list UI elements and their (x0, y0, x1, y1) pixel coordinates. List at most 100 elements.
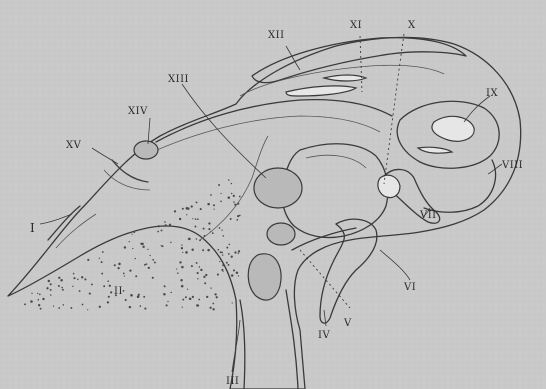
stipple-dot (50, 294, 52, 296)
stipple-dot (109, 285, 111, 287)
stipple-dot (181, 247, 183, 249)
stipple-dot (73, 273, 75, 275)
stipple-dot (89, 293, 91, 295)
stipple-dot (157, 231, 159, 233)
stipple-dot (73, 277, 75, 279)
stipple-dot (198, 299, 200, 301)
stipple-dot (229, 244, 231, 246)
stipple-dot (238, 275, 239, 276)
stipple-dot (140, 305, 142, 307)
stipple-dot (212, 232, 214, 234)
stipple-dot (37, 293, 38, 294)
stipple-dot (38, 299, 40, 301)
stipple-dot (174, 210, 176, 212)
stipple-dot (236, 271, 239, 274)
stipple-dot (226, 262, 228, 264)
stipple-dot (189, 298, 192, 301)
stipple-dot (199, 266, 200, 267)
label-vi: VI (403, 282, 416, 293)
stipple-dot (180, 279, 182, 281)
stipple-dot (185, 296, 187, 298)
stipple-dot (99, 306, 101, 308)
stipple-dot (130, 294, 133, 297)
stipple-dot (124, 275, 125, 276)
stipple-dot (135, 258, 136, 259)
stipple-dot (196, 238, 198, 240)
stipple-dot (132, 248, 133, 249)
stipple-dot (166, 304, 168, 306)
stipple-dot (213, 204, 215, 206)
label-xi: XI (350, 20, 362, 31)
stipple-dot (214, 293, 216, 295)
stipple-dot (143, 296, 145, 298)
stipple-dot (179, 261, 181, 263)
label-viii: VIII (501, 160, 523, 171)
stipple-dot (102, 251, 104, 253)
organ-iii (248, 254, 281, 300)
stipple-dot (228, 253, 230, 255)
stipple-dot (200, 208, 202, 210)
stipple-dot (103, 285, 105, 287)
stipple-dot (46, 287, 48, 289)
stipple-dot (39, 294, 41, 296)
stipple-dot (187, 289, 188, 290)
stipple-dot (202, 249, 204, 251)
stipple-dot (176, 268, 177, 269)
stipple-dot (238, 250, 240, 252)
stipple-dot (70, 307, 72, 309)
stipple-dot (110, 291, 112, 293)
stipple-dot (101, 261, 103, 263)
stipple-dot (129, 241, 130, 242)
stipple-dot (60, 279, 63, 282)
stipple-dot (137, 295, 140, 298)
stipple-dot (30, 300, 33, 303)
stipple-dot (170, 292, 172, 294)
stipple-dot (129, 269, 131, 271)
stipple-dot (216, 296, 218, 298)
stipple-dot (239, 196, 241, 198)
stipple-dot (237, 215, 239, 217)
stipple-dot (152, 259, 154, 261)
stipple-dot (191, 249, 193, 251)
stipple-dot (108, 296, 110, 298)
stipple-dot (170, 242, 171, 243)
stipple-dot (31, 293, 32, 294)
stipple-dot (208, 222, 210, 224)
stipple-dot (207, 249, 210, 252)
stipple-dot (107, 301, 109, 303)
label-iii: III (226, 376, 239, 387)
stipple-dot (101, 273, 103, 275)
stipple-dot (221, 193, 222, 194)
label-xv: XV (66, 140, 82, 151)
stipple-dot (117, 267, 119, 269)
stipple-dot (87, 259, 89, 261)
stipple-dot (146, 263, 148, 265)
stipple-dot (177, 272, 179, 274)
stipple-dot (123, 273, 125, 275)
stipple-dot (181, 244, 182, 245)
stipple-dot (213, 208, 214, 209)
stipple-dot (218, 184, 220, 186)
stipple-dot (226, 247, 228, 249)
stipple-dot (58, 285, 60, 287)
stipple-dot (205, 274, 207, 276)
stipple-dot (210, 194, 212, 196)
stipple-dot (149, 255, 150, 256)
stipple-dot (192, 296, 194, 298)
label-xiv: XIV (128, 106, 148, 117)
stipple-dot (50, 289, 52, 291)
label-xii: XII (268, 30, 285, 41)
organ-xiv (134, 141, 158, 159)
stipple-dot (233, 201, 235, 203)
stipple-dot (135, 275, 137, 277)
label-vii: VII (419, 210, 437, 221)
stipple-dot (169, 224, 171, 226)
stipple-dot (220, 200, 222, 202)
stipple-dot (219, 261, 220, 262)
stipple-dot (233, 269, 235, 271)
stipple-dot (195, 218, 197, 220)
stipple-dot (82, 304, 84, 306)
stipple-dot (186, 214, 187, 215)
